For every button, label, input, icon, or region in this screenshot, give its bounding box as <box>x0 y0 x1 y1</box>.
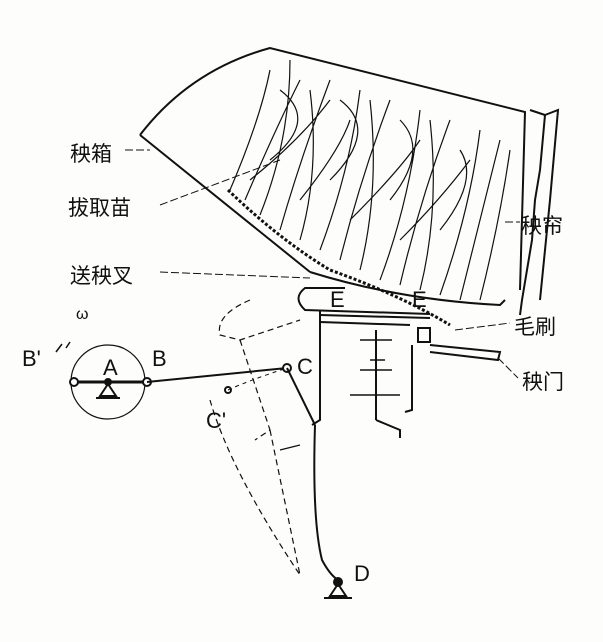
point-e-left: E <box>330 287 345 312</box>
seedling-curtain-rails <box>519 108 560 316</box>
point-d: D <box>354 561 370 586</box>
point-a: A <box>103 355 118 380</box>
alternate-position-outline <box>209 299 301 576</box>
omega-symbol: ω <box>76 306 89 323</box>
link-bc <box>146 363 316 426</box>
seedlings <box>226 59 511 327</box>
point-c-prime: C' <box>206 408 227 433</box>
crank <box>55 341 152 420</box>
label-seedling-curtain: 秧帘 <box>521 214 563 238</box>
seedling-fork <box>297 287 431 343</box>
frame <box>311 310 502 581</box>
point-b: B <box>152 346 167 371</box>
label-brush: 毛刷 <box>514 315 556 339</box>
label-picked-seedlings: 拔取苗 <box>68 196 131 220</box>
point-b-prime: B' <box>22 346 41 371</box>
seedling-box <box>139 46 527 307</box>
point-c: C <box>297 354 313 379</box>
leader-lines <box>125 149 520 379</box>
label-seedling-fork: 送秧叉 <box>70 264 133 288</box>
point-e-right: E <box>412 287 427 312</box>
label-seedling-gate: 秧门 <box>522 370 564 394</box>
pivot-d <box>324 577 352 599</box>
label-seedling-box: 秧箱 <box>70 142 112 166</box>
